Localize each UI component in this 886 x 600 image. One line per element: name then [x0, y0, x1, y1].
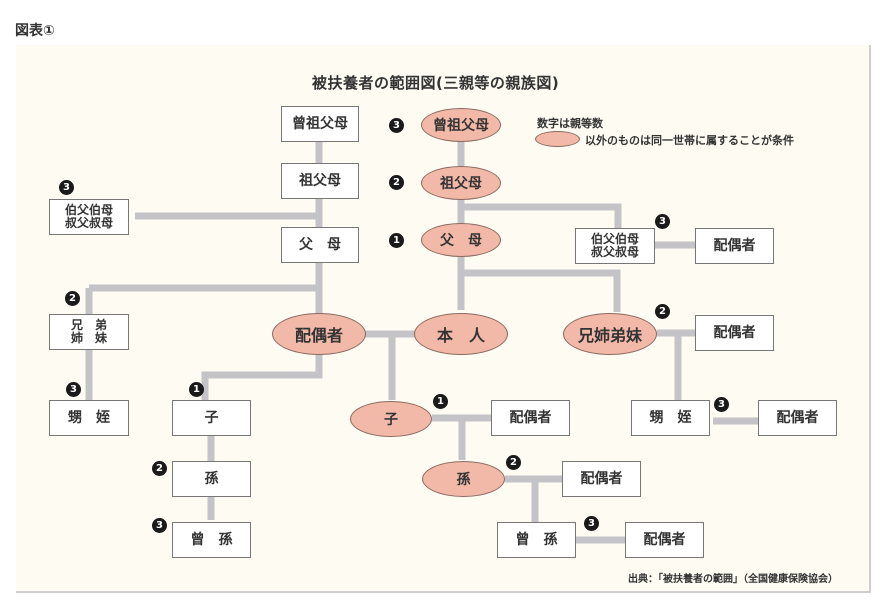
node-uncle-aunt-spouse: 配偶者	[695, 228, 774, 264]
degree-badge-child: 1	[433, 394, 448, 409]
node-uncle-aunt: 伯父伯母 叔父叔母	[575, 228, 655, 264]
degree-badge-great-grandchild: 3	[584, 516, 599, 531]
legend-household-note: 以外のものは同一世帯に属することが条件	[585, 134, 794, 147]
legend-ellipse-swatch	[535, 131, 580, 147]
line-siblings	[461, 269, 621, 312]
degree-badge-nephew-niece: 3	[714, 397, 729, 412]
node-spouse-parents: 父 母	[281, 227, 359, 263]
degree-badge-grandchild: 2	[506, 455, 521, 470]
node-great-grandparents: 曾祖父母	[421, 108, 501, 142]
node-spouse-uncle-aunt: 伯父伯母 叔父叔母	[49, 199, 129, 235]
diagram-title: 被扶養者の範囲図(三親等の親族図)	[312, 74, 560, 92]
legend-degree-note: 数字は親等数	[537, 117, 603, 130]
line-uncle	[461, 203, 622, 228]
node-grandparents: 祖父母	[421, 166, 501, 200]
degree-badge-grandparents: 2	[389, 175, 404, 190]
degree-badge-step-grandchild: 2	[152, 461, 167, 476]
degree-badge-step-great-grandchild: 3	[152, 518, 167, 533]
node-child-spouse: 配偶者	[491, 400, 570, 436]
node-siblings: 兄姉弟妹	[563, 313, 657, 355]
degree-badge-spouse-uncle-aunt: 3	[59, 180, 74, 195]
node-nephew-niece-spouse: 配偶者	[758, 400, 837, 436]
line-spouse-to-stepchild	[201, 350, 323, 402]
degree-badge-uncle-aunt: 3	[655, 214, 670, 229]
node-step-great-grandchild: 曾 孫	[172, 522, 251, 558]
node-grandchild-spouse: 配偶者	[562, 461, 641, 497]
node-child: 子	[350, 401, 432, 437]
node-spouse: 配偶者	[272, 313, 366, 355]
figure-label: 図表①	[15, 23, 55, 39]
node-parents: 父 母	[421, 223, 501, 257]
node-great-grandchild-spouse: 配偶者	[625, 522, 704, 558]
node-grandchild: 孫	[422, 461, 505, 497]
node-spouse-grandparents: 祖父母	[281, 163, 359, 199]
degree-badge-stepchild: 1	[189, 382, 204, 397]
node-spouse-siblings: 兄 弟 姉 妹	[49, 314, 129, 350]
source-citation: 出典：「被扶養者の範囲」（全国健康保険協会）	[628, 574, 838, 585]
node-great-grandchild: 曾 孫	[497, 522, 576, 558]
node-spouse-great-grandparents: 曾祖父母	[281, 106, 359, 142]
node-stepchild: 子	[172, 400, 251, 436]
node-nephew-niece: 甥 姪	[631, 400, 710, 436]
degree-badge-great-grandparents: 3	[389, 118, 404, 133]
node-siblings-spouse: 配偶者	[695, 315, 774, 351]
node-spouse-nephew-niece: 甥 姪	[49, 400, 129, 436]
degree-badge-spouse-nephew-niece: 3	[66, 382, 81, 397]
node-self: 本 人	[414, 313, 508, 355]
degree-badge-parents: 1	[389, 233, 404, 248]
degree-badge-siblings: 2	[655, 304, 670, 319]
node-step-grandchild: 孫	[172, 461, 251, 497]
degree-badge-spouse-siblings: 2	[65, 291, 80, 306]
